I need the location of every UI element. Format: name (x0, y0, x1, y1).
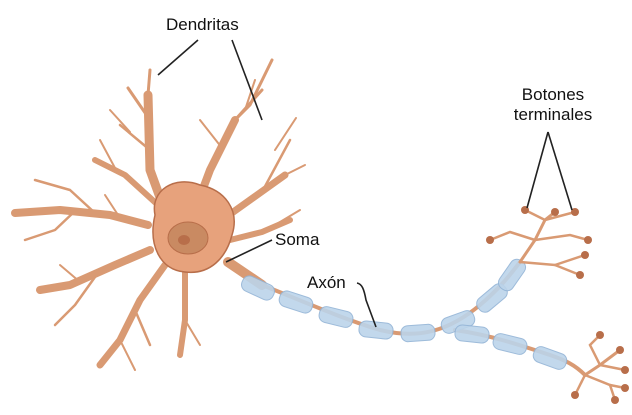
axon (228, 262, 585, 375)
myelin-segment (358, 320, 393, 339)
leader-axon (357, 283, 376, 327)
myelin-segment (318, 305, 355, 329)
terminal-button (576, 271, 584, 279)
terminal-button (596, 331, 604, 339)
terminal-button (581, 251, 589, 259)
terminal-button (571, 391, 579, 399)
label-dendritas: Dendritas (166, 15, 239, 35)
terminal-button (621, 366, 629, 374)
terminal-button (611, 396, 619, 404)
label-soma: Soma (275, 230, 319, 250)
myelin-segment (492, 332, 529, 356)
label-botones-terminales: Botones terminales (498, 85, 608, 125)
myelin-segment (531, 345, 568, 372)
soma (153, 182, 234, 272)
myelin-sheath (239, 256, 568, 371)
leader-botones-left (527, 132, 548, 208)
terminal-button (616, 346, 624, 354)
leader-botones-right (548, 132, 572, 210)
label-botones-line2: terminales (498, 105, 608, 125)
myelin-segment (454, 324, 489, 343)
nucleolus (178, 235, 190, 245)
terminal-button (584, 236, 592, 244)
terminal-button (621, 384, 629, 392)
leader-soma (226, 240, 272, 262)
axon-terminals (490, 210, 625, 400)
label-axon: Axón (307, 273, 346, 293)
terminal-button (551, 208, 559, 216)
leader-dendritas-left (158, 40, 198, 75)
myelin-segment (400, 324, 435, 342)
label-botones-line1: Botones (498, 85, 608, 105)
terminal-button (486, 236, 494, 244)
